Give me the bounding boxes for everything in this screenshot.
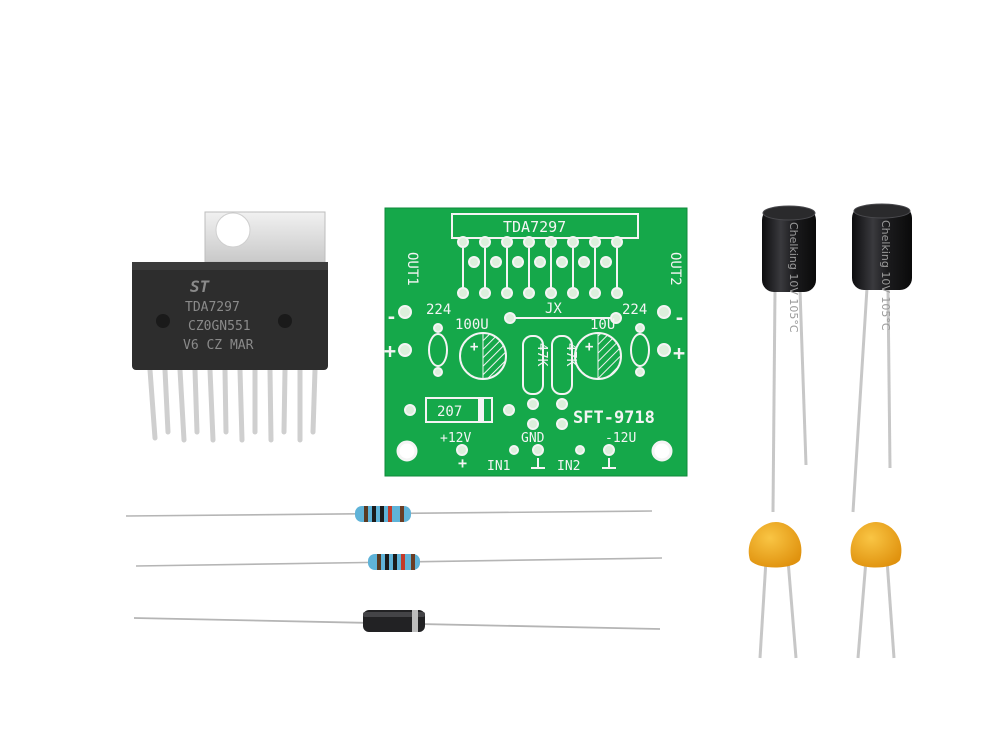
pcb-label-cap-right: 224 [622,302,647,318]
resistor-top [125,506,653,522]
svg-text:47K: 47K [534,343,549,367]
pcb-label-plus-left: + [384,339,396,363]
amplifier-ic: ST TDA7297 CZ0GN551 V6 CZ MAR [132,211,328,443]
pcb-label-in2: IN2 [557,459,580,474]
ic-logo: ST [190,277,211,296]
pcb-board: TDA7297 [384,207,688,477]
rectifier-diode [133,610,661,632]
pcb-label-minus-right: - [674,308,685,329]
ic-notch-left [156,314,170,328]
ic-notch-right [278,314,292,328]
pcb-chip-pads [457,236,623,299]
pcb-electrolytic-footprint-left: + [459,332,507,380]
ic-body [132,262,328,370]
pcb-output-pads [398,305,671,357]
ic-leads [147,367,318,443]
pcb-ground-symbols [531,458,616,469]
ic-marking-line-3: V6 CZ MAR [183,338,254,353]
pcb-label-minus-left: - [386,307,397,328]
capacitor-print-right: Chelking 10V 105°C [879,220,892,331]
pcb-mounting-hole-right [651,440,673,462]
svg-text:+: + [585,339,593,355]
pcb-label-jumper: JX [545,301,562,317]
ic-marking-line-1: TDA7297 [185,300,240,315]
pcb-label-minus-12v: -12U [605,431,636,446]
svg-text:207: 207 [437,404,462,420]
pcb-model-label: SFT-9718 [573,408,655,428]
pcb-label-out2: OUT2 [667,252,683,286]
pcb-label-plus-right: + [673,341,685,365]
pcb-electrolytic-footprint-right: + [574,332,622,380]
capacitor-print-left: Chelking 10V 105°C [787,222,800,333]
electrolytic-capacitor-left: Chelking 10V 105°C [762,205,816,513]
pcb-diode-footprint: 207 [404,397,515,423]
pcb-chip-label: TDA7297 [503,218,566,236]
ceramic-capacitor-left [748,522,802,659]
pcb-label-plus-bottom: + [458,454,467,472]
pcb-resistor-footprint-b: 47K [551,335,578,395]
pcb-label-plus-12v: +12V [440,431,471,446]
pcb-resistor-footprint-a: 47K [522,335,549,395]
pcb-label-gnd: GND [521,431,545,446]
pcb-label-elec-right: 10U [590,317,615,333]
pcb-ceramic-footprint-right [630,333,650,367]
pcb-substrate [384,207,688,477]
svg-text:+: + [470,339,478,355]
ic-mounting-hole [215,212,251,248]
pcb-chip-outline [451,213,639,239]
pcb-input-pads [456,444,615,456]
ic-marking-line-2: CZ0GN551 [188,319,251,334]
resistor-middle [135,554,663,570]
electrolytic-capacitor-right: Chelking 10V 105°C [851,203,912,513]
pcb-label-out1: OUT1 [404,252,420,286]
pcb-label-elec-left: 100U [455,317,489,333]
pcb-label-cap-left: 224 [426,302,451,318]
pcb-mounting-hole-left [396,440,418,462]
pcb-label-in1: IN1 [487,459,510,474]
pcb-ceramic-footprint-left [428,333,448,367]
ceramic-capacitor-right [850,522,902,659]
svg-text:47K: 47K [563,343,578,367]
